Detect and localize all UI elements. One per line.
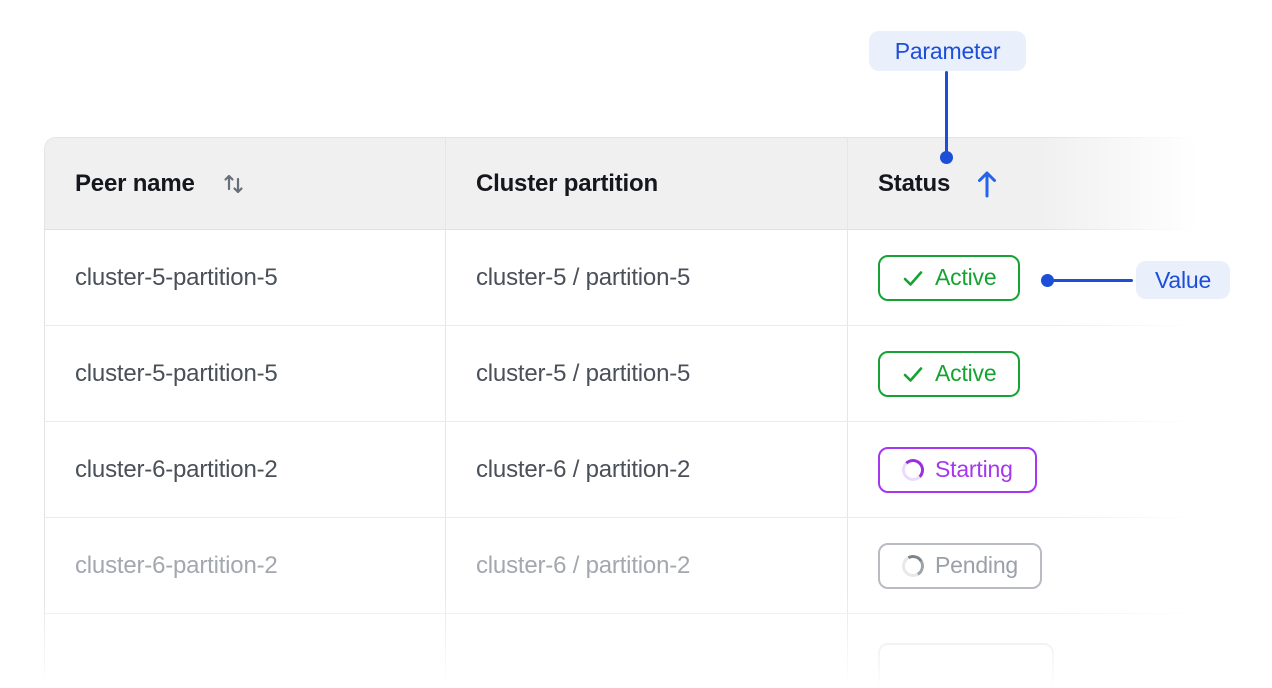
spinner-icon [899,552,927,579]
status-badge-label: Pending [935,552,1019,578]
table-row[interactable]: cluster-6-partition-2 cluster-6 / partit… [45,422,1210,518]
cluster-partition-cell: cluster-5 / partition-5 [446,326,848,421]
status-cell: Active [848,230,1210,325]
peers-table: Peer name Cluster partition Status [44,137,1210,688]
peer-name-cell: cluster-6-partition-2 [45,422,446,517]
status-badge-label: Starting [935,456,1013,482]
table-row[interactable]: cluster-5-partition-5 cluster-5 / partit… [45,230,1210,326]
table-row[interactable]: cluster-5-partition-5 cluster-5 / partit… [45,326,1210,422]
column-header-peer-name[interactable]: Peer name [45,138,446,229]
peer-name-cell [45,614,446,688]
status-badge-pending: Pending [878,542,1043,589]
spinner-icon [902,458,924,481]
status-badge-cutoff [878,643,1054,688]
column-header-status[interactable]: Status [848,138,1210,229]
peer-name-cell: cluster-5-partition-5 [45,326,446,421]
table-row[interactable] [45,614,1210,688]
status-badge-label: Active [935,264,997,290]
status-badge-label: Active [935,360,997,386]
parameter-callout-pill: Parameter [869,31,1026,71]
cluster-partition-cell: cluster-6 / partition-2 [446,518,848,613]
cluster-partition-cell: cluster-6 / partition-2 [446,422,848,517]
checkmark-icon [902,363,924,385]
table-row[interactable]: cluster-6-partition-2 cluster-6 / partit… [45,518,1210,614]
column-header-cluster-partition[interactable]: Cluster partition [446,138,848,229]
column-header-label: Cluster partition [476,169,658,197]
cluster-partition-cell: cluster-5 / partition-5 [446,230,848,325]
checkmark-icon [902,267,924,289]
status-badge-starting: Starting [878,446,1037,493]
peer-name-cell: cluster-6-partition-2 [45,518,446,613]
cluster-partition-cell [446,614,848,688]
status-cell: Active [848,326,1210,421]
status-badge-active: Active [878,254,1021,301]
column-header-label: Status [878,169,951,197]
sort-ascending-arrow-icon[interactable] [976,169,998,199]
column-header-label: Peer name [75,169,195,197]
status-cell: Pending [848,518,1210,613]
status-cell: Starting [848,422,1210,517]
table-header-row: Peer name Cluster partition Status [45,138,1210,230]
sort-both-icon[interactable] [221,171,247,197]
peer-name-cell: cluster-5-partition-5 [45,230,446,325]
status-badge-active: Active [878,350,1021,397]
status-cell [848,614,1210,688]
